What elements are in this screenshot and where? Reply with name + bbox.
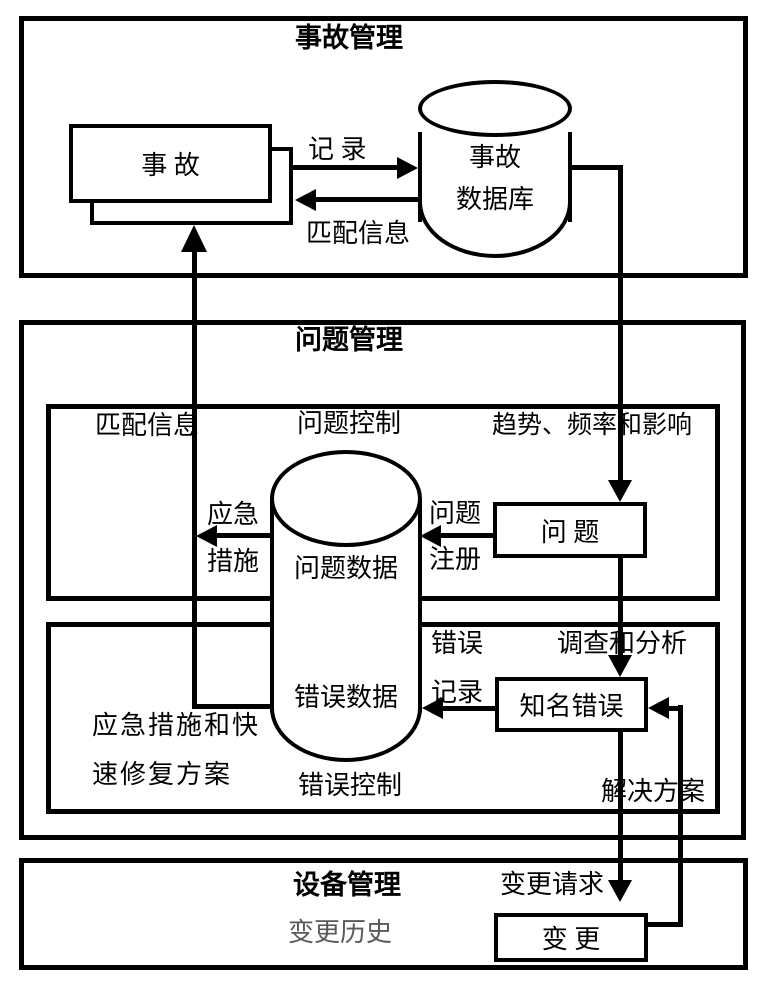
error-data-label: 错误数据: [293, 683, 398, 712]
match-label-top: 匹配信息: [306, 219, 411, 248]
error-record-label-line1: 错误: [431, 629, 484, 658]
urgent-label-line2: 措施: [207, 547, 260, 576]
problem-section-title: 问题管理: [295, 325, 403, 355]
problem-management-section: [19, 320, 746, 840]
incident-box: 事 故: [69, 124, 272, 203]
error-control-label: 错误控制: [298, 771, 403, 800]
match-label-problem: 匹配信息: [95, 411, 200, 440]
arrowhead-down-icon: [608, 655, 632, 677]
match-arrow-line: [314, 197, 418, 202]
register-arrow-line: [439, 533, 495, 538]
arrowhead-down-icon: [608, 880, 632, 902]
quickfix-label-line2: 速修复方案: [92, 760, 233, 789]
trend-line-vertical: [618, 165, 623, 482]
incident-section-title: 事故管理: [295, 23, 403, 53]
arrowhead-left-icon: [422, 697, 443, 719]
urgent-arrow-line: [215, 533, 272, 538]
arrowhead-up-icon: [181, 225, 207, 252]
change-management-section: [19, 858, 748, 970]
record-label: 记 录: [308, 135, 367, 164]
trend-line-horizontal: [572, 165, 623, 170]
solution-line-bottom: [645, 922, 683, 927]
feedback-line-vertical: [192, 249, 197, 709]
feedback-line-horizontal: [192, 704, 272, 709]
problem-control-label: 问题控制: [297, 409, 402, 438]
known-error-box-label: 知名错误: [519, 692, 624, 721]
error-record-label-line2: 记录: [431, 678, 484, 707]
change-request-line-vertical: [618, 730, 623, 880]
incident-box-label: 事 故: [141, 151, 200, 180]
investigate-line-vertical: [618, 556, 623, 657]
register-label-line1: 问题: [429, 499, 482, 528]
investigate-label: 调查和分析: [557, 629, 688, 658]
problem-box-label: 问 题: [540, 517, 600, 547]
arrowhead-left-icon: [196, 525, 217, 547]
incident-db-label-line2: 数据库: [455, 185, 534, 214]
arrowhead-right-icon: [397, 157, 418, 179]
incident-management-section: [19, 16, 748, 278]
register-label-line2: 注册: [429, 545, 482, 574]
urgent-label-line1: 应急: [207, 500, 260, 529]
problem-box: 问 题: [493, 502, 647, 558]
problem-data-label: 问题数据: [293, 554, 398, 583]
solution-line-vertical: [678, 705, 683, 927]
incident-db-label-line1: 事故: [468, 143, 521, 172]
change-request-label: 变更请求: [500, 870, 605, 899]
solution-label: 解决方案: [601, 777, 706, 806]
arrowhead-down-icon: [608, 480, 632, 502]
arrowhead-left-icon: [295, 189, 316, 211]
change-history-label: 变更历史: [288, 918, 393, 947]
record-arrow-line: [293, 165, 399, 170]
error-record-arrow-line: [441, 706, 497, 711]
change-section-title: 设备管理: [293, 870, 401, 900]
solution-line-top: [666, 706, 680, 711]
change-box-label: 变 更: [541, 925, 601, 954]
arrowhead-left-icon: [648, 697, 669, 719]
known-error-box: 知名错误: [495, 677, 648, 732]
quickfix-label-line1: 应急措施和快: [92, 711, 261, 740]
arrowhead-left-icon: [420, 525, 441, 547]
change-box: 变 更: [494, 913, 648, 962]
trend-label: 趋势、频率和影响: [492, 412, 693, 439]
incident-db-cylinder-top: [418, 80, 572, 137]
problem-error-db-cylinder-top: [270, 450, 422, 547]
